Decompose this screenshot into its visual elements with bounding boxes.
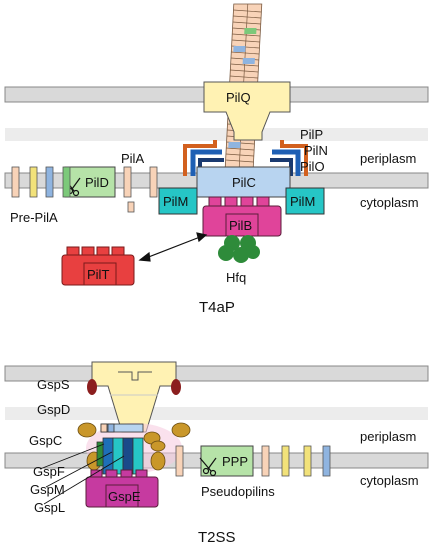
pilc-platform: PilC <box>196 166 291 198</box>
pila-label: PilA <box>121 151 144 166</box>
t4ap-cytoplasm-label: cytoplasm <box>360 195 419 210</box>
gsps-right <box>171 379 181 395</box>
gspm-label: GspM <box>30 482 65 497</box>
t2ss-periplasm-band <box>5 407 428 420</box>
gspe-atpase: GspE <box>85 469 159 508</box>
pilm-left-label: PilM <box>163 194 188 209</box>
prepila-label: Pre-PilA <box>10 210 58 225</box>
t4ap-title: T4aP <box>199 299 235 316</box>
t2ss-periplasm-label: periplasm <box>360 429 416 444</box>
pilt-atpase: PilT <box>61 246 135 286</box>
pilt-label: PilT <box>87 267 109 282</box>
pilc-label: PilC <box>232 175 256 190</box>
t2ss-panel: GspE PPP GspS <box>4 361 429 546</box>
gspl-label: GspL <box>34 500 65 515</box>
ppp-label: PPP <box>222 454 248 469</box>
gsps-left <box>87 379 97 395</box>
t2ss-title: T2SS <box>198 529 236 546</box>
gspf-label: GspF <box>33 464 65 479</box>
pseudopilins-label: Pseudopilins <box>201 484 275 499</box>
hfq-complex <box>218 235 260 263</box>
pilb-label: PilB <box>229 218 252 233</box>
hfq-label: Hfq <box>226 270 246 285</box>
gspd-label: GspD <box>37 402 70 417</box>
pilq-secretin: PilQ <box>203 81 291 141</box>
t2ss-cytoplasm-label: cytoplasm <box>360 473 419 488</box>
gsps-label: GspS <box>37 377 70 392</box>
pila-bars <box>123 166 158 213</box>
pilm-right: PilM <box>285 187 325 215</box>
t4ap-panel: PilQ PilP PilN PilO PilC PilM PilM <box>4 3 429 316</box>
gsp-inner-platform <box>96 423 144 475</box>
gspd-secretin <box>91 361 177 433</box>
gspc-label: GspC <box>29 433 62 448</box>
t2ss-leader-lines <box>39 443 125 505</box>
pilb-pilt-exchange-arrow <box>138 232 208 262</box>
t4ap-periplasm-label: periplasm <box>360 151 416 166</box>
scissors-icon <box>199 457 217 477</box>
pilm-right-label: PilM <box>290 194 315 209</box>
piln-label: PilN <box>304 143 328 158</box>
pilo-label: PilO <box>300 159 325 174</box>
gspe-label: GspE <box>108 489 141 504</box>
pilm-left: PilM <box>158 187 198 215</box>
t4ap-periplasm-band <box>5 128 428 141</box>
pilp-label: PilP <box>300 127 323 142</box>
pild-peptidase: PilD <box>63 166 116 198</box>
prepila-bars <box>11 166 71 198</box>
ppp-peptidase: PPP <box>199 445 254 477</box>
pild-label: PilD <box>85 175 109 190</box>
pilq-label: PilQ <box>226 90 251 105</box>
pilb-atpase: PilB <box>202 196 282 237</box>
